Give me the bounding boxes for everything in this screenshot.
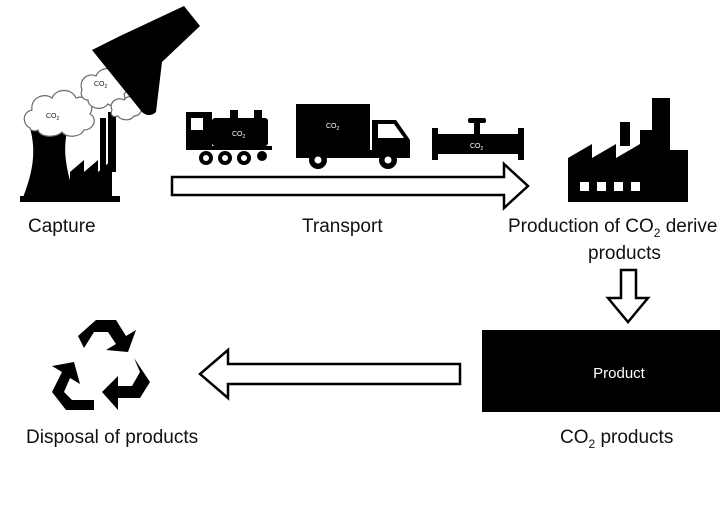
power-plant-icon xyxy=(20,112,120,202)
capture-hood-icon xyxy=(92,6,200,115)
production-label-line2: products xyxy=(588,243,661,264)
truck-icon xyxy=(296,104,410,169)
transport-arrow xyxy=(170,161,530,211)
product-box xyxy=(482,330,720,412)
co2-tag-cloud-1: CO2 xyxy=(46,113,60,122)
capture-label: Capture xyxy=(28,216,96,237)
product-box-label: Product xyxy=(593,365,646,382)
down-arrow xyxy=(605,268,651,324)
factory-icon xyxy=(568,98,688,202)
recycle-icon xyxy=(52,320,150,410)
co2-tag-truck: CO2 xyxy=(326,123,340,132)
train-icon xyxy=(186,110,272,165)
production-label: Production of CO2 derive xyxy=(508,216,718,240)
co2-tag-cloud-2: CO2 xyxy=(94,81,108,90)
co2-tag-pipeline: CO2 xyxy=(470,143,484,152)
pipeline-icon xyxy=(432,118,524,160)
disposal-label: Disposal of products xyxy=(26,427,199,448)
co2-tag-train: CO2 xyxy=(232,131,246,140)
co2-products-label: CO2 products xyxy=(560,427,674,451)
transport-label: Transport xyxy=(302,216,383,237)
return-arrow xyxy=(198,347,462,401)
smoke-cloud-icon xyxy=(23,67,143,137)
